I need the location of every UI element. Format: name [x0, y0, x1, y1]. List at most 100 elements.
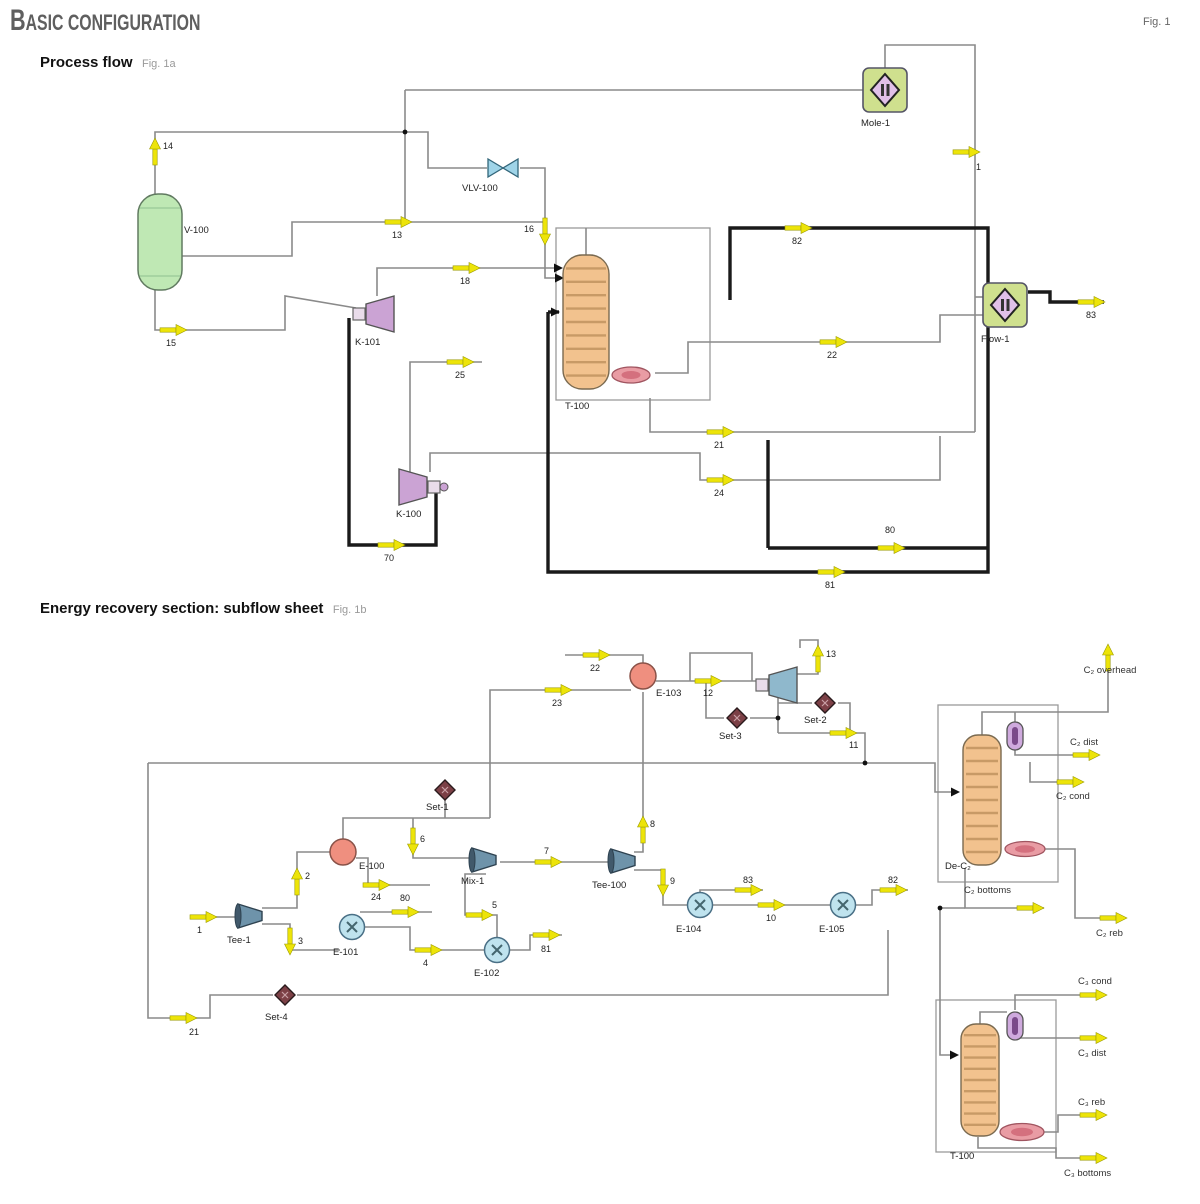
- stream-arrow-icon: [362, 879, 391, 891]
- stream-label: 13: [392, 230, 403, 240]
- process-line: [778, 732, 866, 763]
- stream-label: 12: [703, 688, 714, 698]
- stream-arrow-icon: [169, 1012, 198, 1024]
- equipment-label: T-100: [950, 1151, 975, 1162]
- stream-arrow-icon: [414, 944, 443, 956]
- equipment-label: Set-2: [804, 715, 827, 726]
- stream-label: 6: [420, 834, 426, 844]
- stream-label: 18: [460, 276, 471, 286]
- process-line: [705, 681, 724, 719]
- stream-label: 70: [384, 553, 395, 563]
- compressor-icon: [352, 295, 395, 333]
- equipment-label: Tee-100: [592, 880, 627, 891]
- stream-arrow-icon: [532, 929, 561, 941]
- stream-arrow-icon: [829, 727, 858, 739]
- equipment-label: E-100: [359, 861, 385, 872]
- product-stream-label: C₃ bottoms: [1064, 1168, 1112, 1179]
- stream-arrow-icon: [757, 899, 786, 911]
- process-line: [977, 1137, 1103, 1159]
- product-stream-label: C₃ cond: [1078, 976, 1112, 987]
- section-1-heading: Process flow: [40, 54, 133, 71]
- junction-dot: [402, 129, 408, 135]
- stream-arrow-icon: [391, 906, 420, 918]
- equipment-label: Tee-1: [227, 935, 251, 946]
- feed-arrow-icon: [555, 273, 564, 283]
- process-line: [979, 1011, 1007, 1024]
- stream-arrow-icon: [952, 146, 981, 158]
- stream-arrow-icon: [694, 675, 723, 687]
- stream-arrow-icon: [465, 909, 494, 921]
- equipment-label: K-100: [396, 509, 422, 520]
- stream-arrow-icon: [706, 426, 735, 438]
- reboiler-icon: [1004, 840, 1046, 858]
- flowsheet-boundary: [935, 999, 1057, 1153]
- section-process-flow: Process flow Fig. 1a: [40, 54, 176, 72]
- process-line: [1014, 750, 1096, 756]
- section-1-fig: Fig. 1a: [142, 58, 176, 70]
- process-line: [655, 314, 983, 374]
- feed-arrow-icon: [951, 787, 960, 797]
- equipment-label: VLV-100: [462, 183, 498, 194]
- stream-arrow-icon: [544, 684, 573, 696]
- figure-reference: Fig. 1: [1143, 16, 1171, 28]
- stream-arrow-icon: [284, 927, 296, 956]
- equipment-label: Flow-1: [981, 334, 1010, 345]
- tray-column-icon: [962, 734, 1002, 866]
- process-line: [1029, 762, 1080, 783]
- stream-label: 2: [305, 871, 311, 881]
- stream-label: 14: [163, 141, 174, 151]
- flowsheet-boundary: [937, 704, 1059, 883]
- equipment-label: Mole-1: [861, 118, 891, 129]
- stream-label: 22: [590, 663, 601, 673]
- process-line: [634, 692, 644, 853]
- heater-icon: [329, 838, 357, 866]
- process-line: [297, 930, 889, 996]
- page-title: Basic configuration: [10, 4, 201, 37]
- process-line: [884, 44, 976, 432]
- stream-label: 13: [826, 649, 837, 659]
- equipment-label: Set-3: [719, 731, 742, 742]
- stream-arrow-icon: [817, 566, 846, 578]
- process-line: [342, 817, 490, 840]
- stream-arrow-icon: [1102, 643, 1114, 672]
- stream-label: 24: [371, 892, 382, 902]
- stream-arrow-icon: [784, 222, 813, 234]
- energy-line: [347, 318, 438, 547]
- equipment-label: E-102: [474, 968, 500, 979]
- stream-arrow-icon: [637, 815, 649, 844]
- stream-label: 4: [423, 958, 429, 968]
- process-line: [464, 873, 498, 938]
- equipment-label: E-103: [656, 688, 682, 699]
- stream-label: 24: [714, 488, 725, 498]
- stream-arrow-icon: [819, 336, 848, 348]
- process-line: [520, 167, 564, 279]
- stream-label: 21: [714, 440, 725, 450]
- cooler-icon: [483, 936, 511, 964]
- stream-label: 82: [888, 875, 899, 885]
- stream-arrow-icon: [1072, 749, 1101, 761]
- stream-arrow-icon: [446, 356, 475, 368]
- stream-arrow-icon: [1079, 989, 1108, 1001]
- compressor-icon: [398, 468, 449, 506]
- stream-arrow-icon: [1016, 902, 1045, 914]
- tee-icon: [468, 847, 497, 873]
- process-line: [939, 907, 965, 1056]
- feed-arrow-icon: [950, 1050, 959, 1060]
- stream-label: 3: [298, 936, 304, 946]
- stream-label: 16: [524, 224, 535, 234]
- stream-arrow-icon: [734, 884, 763, 896]
- process-line: [154, 131, 487, 195]
- condenser-icon: [1006, 721, 1024, 751]
- process-line: [154, 290, 357, 331]
- stream-label: 80: [400, 893, 411, 903]
- process-line: [365, 926, 484, 951]
- process-line: [1043, 1114, 1103, 1133]
- section-energy-recovery: Energy recovery section: subflow sheet F…: [40, 600, 367, 618]
- stream-label: 82: [792, 236, 803, 246]
- set-block-icon: [726, 707, 748, 729]
- stream-arrow-icon: [407, 827, 419, 856]
- stream-arrow-icon: [1077, 296, 1106, 308]
- energy-line: [546, 226, 990, 574]
